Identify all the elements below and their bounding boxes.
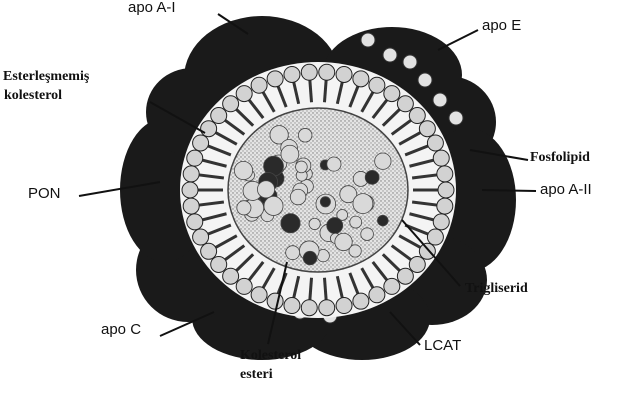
cholesteryl-ester — [365, 170, 379, 184]
cholesteryl-ester — [377, 215, 388, 226]
phospholipid-head — [437, 166, 453, 182]
triglyceride-droplet — [350, 216, 362, 228]
phospholipid-head — [301, 300, 317, 316]
phospholipid-head — [267, 293, 283, 309]
phospholipid-head — [409, 108, 425, 124]
phospholipid-head — [319, 300, 335, 316]
triglyceride-droplet — [264, 196, 283, 215]
phospholipid-head — [236, 86, 252, 102]
phospholipid-head — [183, 198, 199, 214]
phospholipid-head — [201, 243, 217, 259]
triglyceride-droplet — [257, 181, 274, 198]
phospholipid-head — [236, 278, 252, 294]
free-cholesterol — [449, 111, 463, 125]
phospholipid-head — [336, 66, 352, 82]
phospholipid-head — [223, 96, 239, 112]
phospholipid-head — [397, 96, 413, 112]
phospholipid-head — [251, 77, 267, 93]
phospholipid-head — [369, 287, 385, 303]
cholesteryl-ester — [303, 251, 317, 265]
phospholipid-head — [369, 77, 385, 93]
triglyceride-droplet — [281, 145, 299, 163]
triglyceride-droplet — [298, 128, 312, 142]
phospholipid-head — [433, 214, 449, 230]
phospholipid-head — [251, 287, 267, 303]
triglyceride-droplet — [234, 161, 252, 179]
leader-apo-a2 — [482, 190, 536, 191]
phospholipid-head — [438, 182, 454, 198]
triglyceride-droplet — [327, 157, 341, 171]
label-pon: PON — [28, 186, 61, 203]
phospholipid-head — [187, 150, 203, 166]
label-lcat: LCAT — [424, 338, 461, 355]
phospholipid-head — [384, 278, 400, 294]
triglyceride-droplet — [290, 189, 306, 205]
label-kolesterol-esteri-line1: Kolesterol — [240, 348, 301, 363]
free-cholesterol — [418, 73, 432, 87]
phospholipid-head — [223, 268, 239, 284]
leader-apo-e — [438, 30, 478, 50]
label-apo-a1: apo A-I — [128, 0, 176, 17]
phospholipid-head — [427, 229, 443, 245]
triglyceride-droplet — [237, 201, 251, 215]
phospholipid-head — [183, 166, 199, 182]
triglyceride-droplet — [309, 218, 320, 229]
phospholipid-head — [353, 71, 369, 87]
triglyceride-droplet — [296, 161, 308, 173]
phospholipid-head — [336, 298, 352, 314]
lipid-core — [228, 108, 408, 272]
phospholipid-head — [211, 108, 227, 124]
phospholipid-head — [437, 198, 453, 214]
triglyceride-droplet — [353, 194, 373, 214]
label-apo-a2: apo A-II — [540, 182, 592, 199]
phospholipid-head — [427, 135, 443, 151]
free-cholesterol — [403, 55, 417, 69]
phospholipid-head — [284, 298, 300, 314]
phospholipid-head — [419, 121, 435, 137]
label-esterlesmemis-line2: kolesterol — [4, 88, 62, 103]
free-cholesterol — [433, 93, 447, 107]
phospholipid-head — [384, 86, 400, 102]
triglyceride-droplet — [375, 153, 391, 169]
phospholipid-head — [433, 150, 449, 166]
triglyceride-droplet — [286, 246, 300, 260]
phospholipid-head — [211, 256, 227, 272]
phospholipid-head — [187, 214, 203, 230]
label-trigliserid: Trigliserid — [465, 281, 528, 296]
label-esterlesmemis-line1: Esterleşmemiş — [3, 69, 89, 84]
phospholipid-head — [284, 66, 300, 82]
label-fosfolipid: Fosfolipid — [530, 150, 590, 165]
phospholipid-head — [201, 121, 217, 137]
phospholipid-head — [419, 243, 435, 259]
triglyceride-droplet — [335, 233, 352, 250]
free-cholesterol — [383, 48, 397, 62]
triglyceride-droplet — [361, 228, 374, 241]
phospholipid-head — [353, 293, 369, 309]
phospholipid-head — [193, 135, 209, 151]
phospholipid-head — [409, 256, 425, 272]
phospholipid-head — [397, 268, 413, 284]
free-cholesterol — [361, 33, 375, 47]
phospholipid-head — [267, 71, 283, 87]
cholesteryl-ester — [281, 214, 300, 233]
phospholipid-head — [182, 182, 198, 198]
phospholipid-head — [301, 64, 317, 80]
label-apo-c: apo C — [101, 322, 141, 339]
cholesteryl-ester — [327, 218, 343, 234]
phospholipid-head — [319, 64, 335, 80]
phospholipid-head — [193, 229, 209, 245]
cholesteryl-ester — [320, 197, 330, 207]
label-kolesterol-esteri-line2: esteri — [240, 367, 273, 382]
label-apo-e: apo E — [482, 18, 521, 35]
